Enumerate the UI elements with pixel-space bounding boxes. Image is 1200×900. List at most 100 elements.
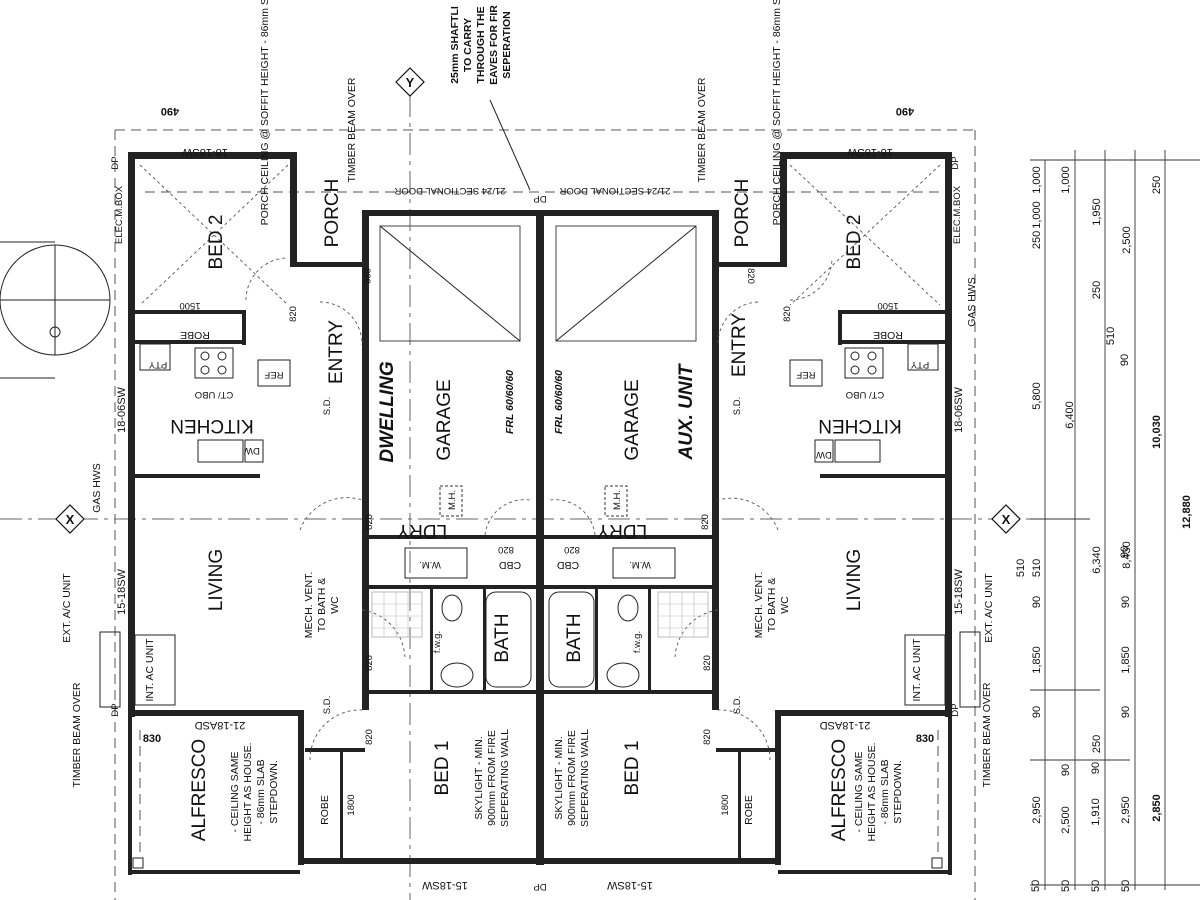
left-timber-beam-bottom: TIMBER BEAM OVER [71, 682, 83, 787]
left-win-living: 15-18SW [116, 568, 128, 614]
sectional-door-left: 21/24 SECTIONAL DOOR [394, 185, 505, 196]
dim-c5-1: 2,950 [1031, 796, 1043, 824]
walls-left-unit [128, 152, 540, 875]
left-alfresco-note: - CEILING SAMEHEIGHT AS HOUSE.- 86mm SLA… [229, 743, 280, 842]
right-dp-bottom: DP [950, 703, 961, 716]
dim-c2-1: 2,500 [1060, 806, 1072, 834]
dim-c3-3: 6,400 [1064, 401, 1076, 429]
right-entry-label: ENTRY [729, 313, 750, 377]
left-entry-label: ENTRY [326, 320, 347, 384]
dim-c1-1: 2,850 [1151, 794, 1163, 822]
right-timber-beam-bottom: TIMBER BEAM OVER [981, 682, 993, 787]
left-win-alfresco: 21-18ASD [195, 719, 246, 731]
door-swing-right-entry [789, 257, 833, 301]
right-sd-a: S.D. [732, 397, 743, 415]
right-garage-label: GARAGE [622, 379, 643, 460]
kitchen-left-fixtures [139, 343, 291, 463]
right-kitchen-label: KITCHEN [818, 415, 901, 436]
bed2-left-diag-a [139, 164, 289, 306]
right-unit-label: AUX. UNIT [676, 363, 697, 460]
left-porch-ceiling: PORCH CEILING @ SOFFIT HEIGHT - 86mm SLA… [259, 0, 271, 225]
water-tank [0, 241, 111, 379]
right-door-820-b: 820 [782, 306, 793, 322]
right-robe-width: 1500 [877, 300, 898, 311]
left-garage-label: GARAGE [434, 379, 455, 460]
left-dim-830: 830 [143, 733, 161, 745]
right-win-top: 18-18SW [846, 146, 892, 158]
dim-c5-3: 1,850 [1031, 646, 1043, 674]
dim-c5-4: 90 [1031, 596, 1043, 608]
left-int-ac: INT. AC UNIT [144, 638, 156, 702]
right-sd-b: S.D. [732, 696, 743, 714]
right-mh-label: M.H. [612, 490, 623, 510]
dim-c4-6: 5,800 [1031, 382, 1043, 410]
manhole-right [604, 485, 628, 517]
garage-door-left [379, 225, 521, 342]
left-robe-1800: 1800 [346, 794, 357, 815]
right-porch-label: PORCH [732, 179, 753, 248]
dim-c3-4: 2,500 [1121, 226, 1133, 254]
right-cbd-820: 820 [564, 544, 580, 555]
shaft-note: 25mm SHAFTLITO CARRYTHROUGH THEEAVES FOR… [449, 5, 513, 85]
left-cbd-820: 820 [498, 544, 514, 555]
right-robe-top-label: ROBE [873, 329, 903, 341]
left-unit-label: DWELLING [377, 361, 398, 463]
right-bed1-label: BED 1 [622, 741, 643, 796]
dim-c4-7: 90 [1119, 354, 1131, 366]
left-dw-label: DW [244, 445, 260, 456]
right-door-820-e: 820 [702, 729, 713, 745]
dim-c4-0: 50 [1120, 880, 1132, 892]
left-cbd-label: CBD [498, 559, 521, 571]
grid-y-label: Y [406, 75, 415, 90]
right-robe-bottom: ROBE [743, 795, 755, 825]
right-frl-label: FRL 60/60/60 [553, 370, 565, 434]
left-timber-beam-top: TIMBER BEAM OVER [346, 77, 358, 182]
left-elec-box: ELEC.M.BOX [114, 185, 125, 244]
right-cbd-label: CBD [556, 559, 579, 571]
left-fwg-label: f.w.g. [432, 631, 443, 653]
dim-c3-6: 1,000 [1060, 166, 1072, 194]
left-ref-label: REF [264, 369, 283, 380]
kitchen-right-fixtures [789, 343, 939, 463]
door-swing-right-bath [674, 609, 719, 661]
right-wm-label: W.M. [629, 559, 651, 570]
door-swing-left-bath [361, 609, 406, 661]
left-bed2-label: BED 2 [206, 215, 227, 270]
right-alfresco-label: ALFRESCO [829, 739, 850, 841]
manhole-left [439, 485, 463, 517]
grid-x-label: X [66, 512, 75, 527]
bed2-left-diag-b [139, 164, 289, 306]
left-ldry-label: LDRY [397, 520, 448, 541]
left-robe-width: 1500 [179, 300, 200, 311]
dim-c3-0: 50 [1090, 880, 1102, 892]
right-bath-label: BATH [564, 613, 585, 662]
right-pty-label: PTY [910, 359, 929, 370]
dim-c4-3: 1,850 [1120, 646, 1132, 674]
dim-c4-2: 90 [1120, 706, 1132, 718]
left-door-820-a: 820 [361, 268, 372, 284]
dim-c4-10: 1,950 [1091, 198, 1103, 226]
grid-marker-y: Y [395, 67, 425, 97]
right-living-label: LIVING [844, 549, 865, 611]
grid-marker-x-left: X [55, 504, 85, 534]
left-dp-top: DP [110, 156, 121, 169]
dim-c4-11: 1,000 [1031, 166, 1043, 194]
garage-door-right [555, 225, 697, 342]
dim-c5-6: 90 [1119, 546, 1131, 558]
party-dp-bottom: DP [533, 881, 546, 892]
door-swing-right-bed1 [717, 709, 771, 761]
left-door-820-e: 820 [364, 729, 375, 745]
ext-ac-left [99, 631, 121, 708]
left-bath-label: BATH [492, 613, 513, 662]
door-swing-right-cbd [549, 499, 596, 536]
dim-c1-2: 12,880 [1181, 495, 1193, 529]
left-dp-bottom: DP [110, 703, 121, 716]
left-pty-label: PTY [148, 359, 167, 370]
right-int-ac: INT. AC UNIT [911, 638, 923, 702]
party-dp-top: DP [533, 193, 546, 204]
grid-marker-x-right: X [991, 504, 1021, 534]
right-ref-label: REF [796, 369, 815, 380]
dim-c2-0: 50 [1060, 880, 1072, 892]
int-ac-left [134, 634, 176, 706]
